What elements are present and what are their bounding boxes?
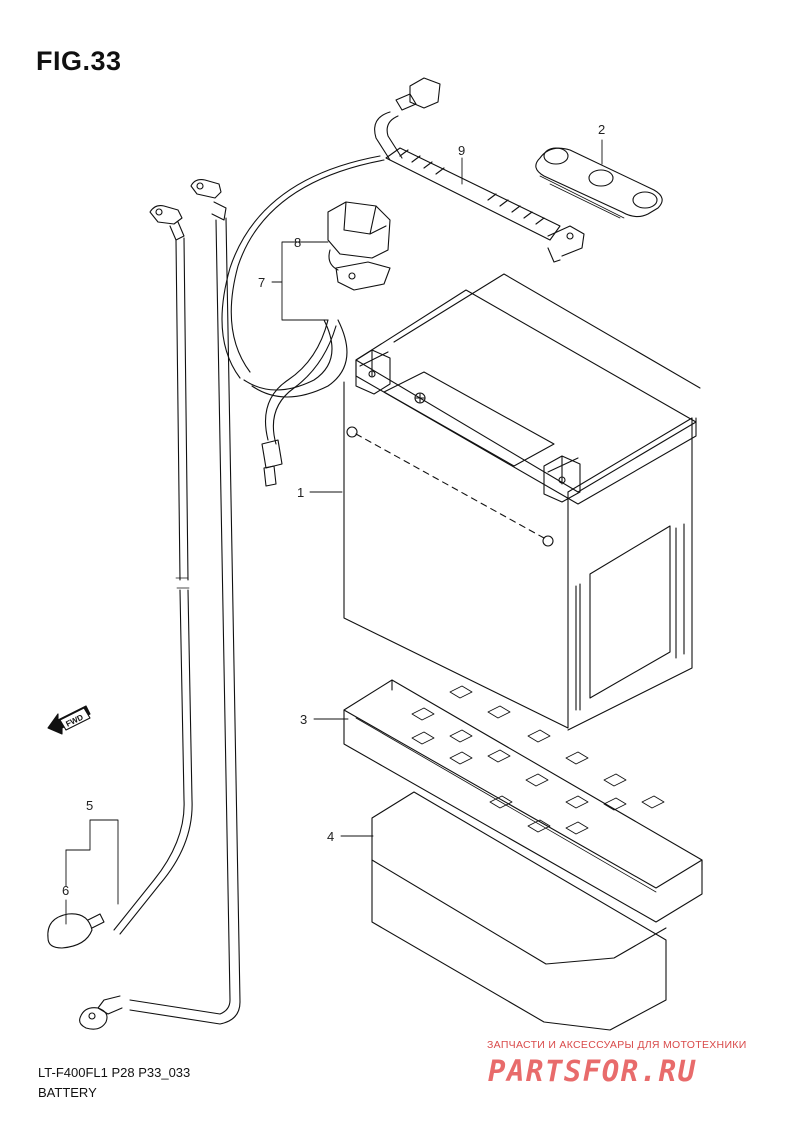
callout-3: 3	[300, 712, 307, 727]
battery-cable-negative	[113, 205, 193, 935]
battery-cable-positive	[79, 179, 241, 1030]
figure-name: BATTERY	[38, 1085, 97, 1100]
watermark-logo: PARTSFOR.RU	[488, 1054, 697, 1088]
callout-7: 7	[258, 275, 265, 290]
battery-pad	[371, 791, 667, 1031]
starter-relay-wire	[221, 155, 385, 487]
callout-5: 5	[86, 798, 93, 813]
battery	[343, 273, 701, 731]
terminal-cap	[47, 913, 105, 949]
watermark-tagline: ЗАПЧАСТИ И АКСЕССУАРЫ ДЛЯ МОТОТЕХНИКИ	[487, 1039, 747, 1051]
callout-2: 2	[598, 122, 605, 137]
callout-leaders	[65, 139, 603, 925]
callout-1: 1	[297, 485, 304, 500]
callout-9: 9	[458, 143, 465, 158]
callout-6: 6	[62, 883, 69, 898]
figure-title: FIG.33	[36, 46, 122, 76]
battery-tray	[343, 679, 703, 923]
fwd-direction-badge: FWD	[47, 705, 91, 735]
callout-8: 8	[294, 235, 301, 250]
starter-relay	[327, 201, 391, 291]
battery-spacer	[535, 147, 663, 219]
figure-code: LT-F400FL1 P28 P33_033	[38, 1065, 191, 1080]
callout-4: 4	[327, 829, 334, 844]
relay-coupler	[374, 77, 585, 263]
